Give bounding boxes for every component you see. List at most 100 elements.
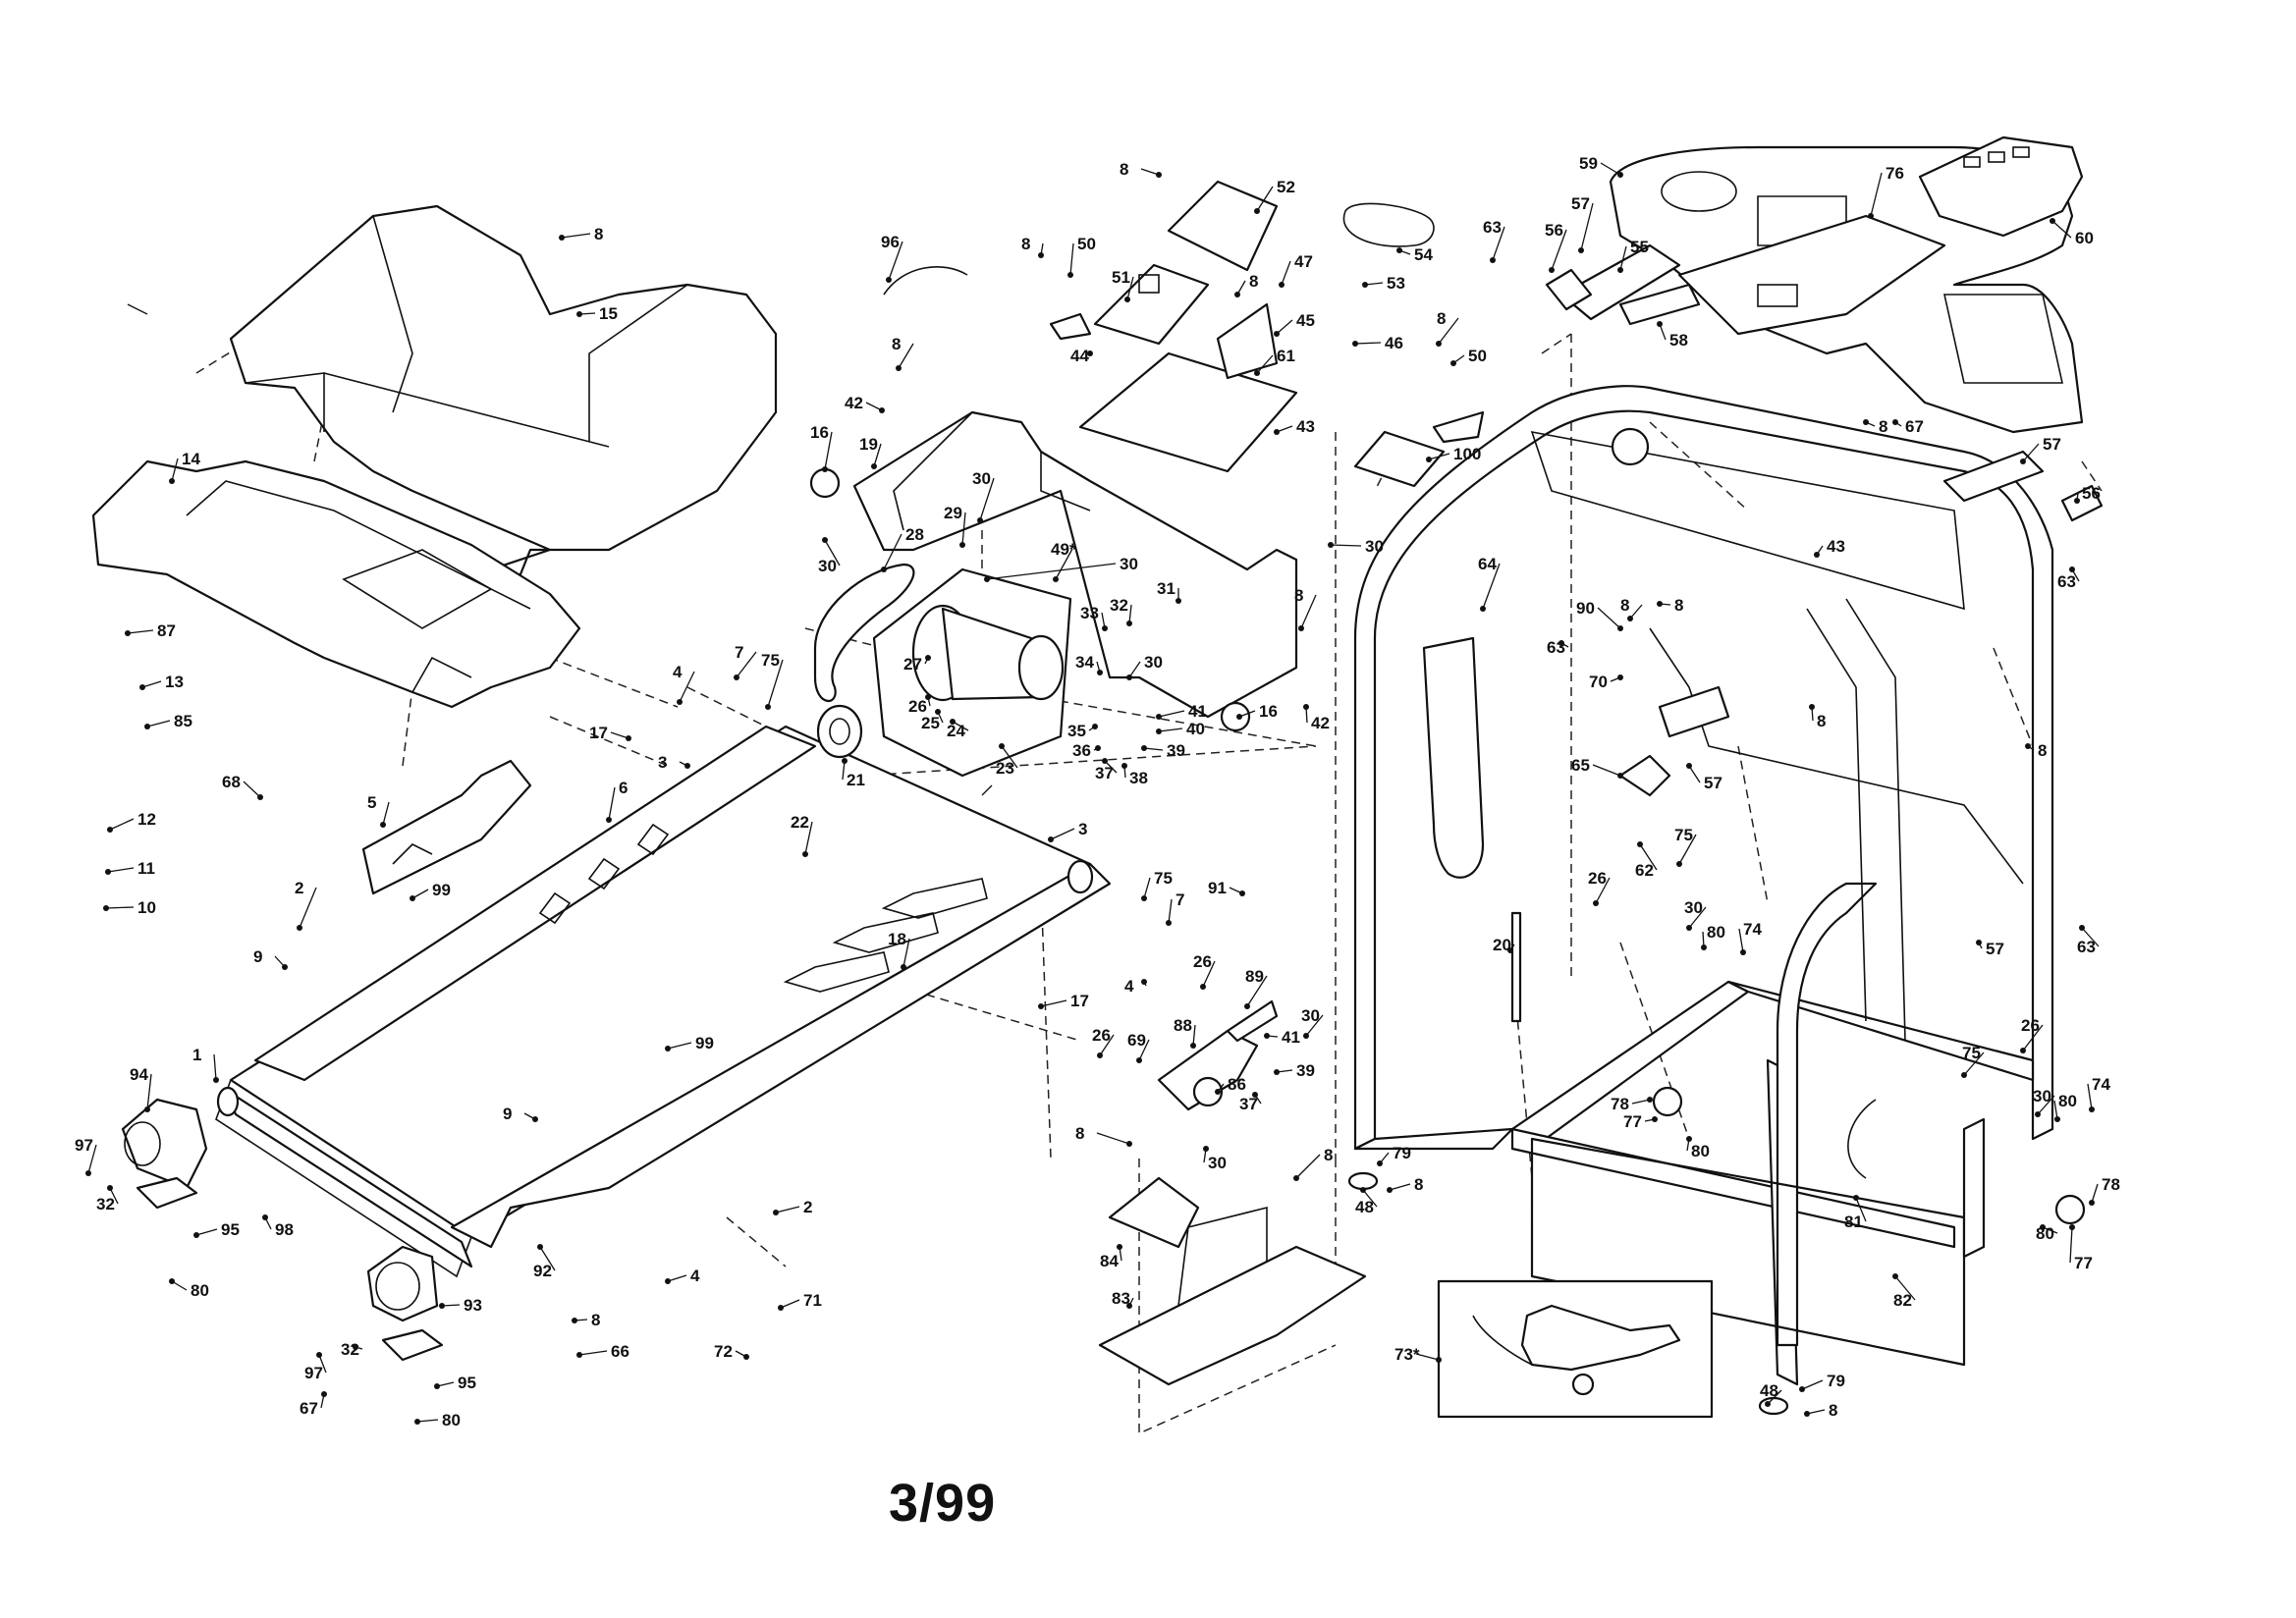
callout-point: [85, 1170, 91, 1176]
foot-part-95: [136, 1176, 444, 1362]
callout-point: [1274, 1069, 1280, 1075]
callout-point: [925, 694, 931, 700]
callout-57: 57: [2020, 435, 2061, 464]
callout-point: [1507, 947, 1513, 953]
callout-point: [999, 743, 1005, 749]
callout-24: 24: [947, 719, 969, 740]
callout-leader: [171, 458, 179, 482]
callout-point: [169, 478, 175, 484]
callout-point: [1121, 763, 1127, 769]
callout-label: 8: [1879, 417, 1887, 436]
callout-label: 55: [1630, 238, 1649, 256]
callout-leader: [2081, 927, 2100, 947]
callout-leader: [1415, 1353, 1440, 1361]
callout-42: 42: [1303, 704, 1330, 732]
callout-leader: [2053, 1100, 2058, 1120]
callout-label: 70: [1589, 673, 1608, 691]
callout-21: 21: [842, 758, 865, 789]
callout-point: [1303, 1033, 1309, 1039]
callout-leader: [1050, 828, 1075, 840]
callout-8: 8: [1804, 1401, 1837, 1420]
callout-point: [1809, 704, 1815, 710]
callout-17: 17: [589, 724, 631, 742]
callout-label: 57: [2043, 435, 2061, 454]
callout-20: 20: [1493, 936, 1515, 954]
callout-point: [1136, 1057, 1142, 1063]
callout-47: 47: [1279, 252, 1313, 288]
callout-8: 8: [1436, 309, 1459, 347]
callout-leader: [986, 563, 1117, 580]
callout-leader: [2087, 1083, 2093, 1110]
callout-label: 57: [1986, 940, 2004, 958]
callout-leader: [1128, 604, 1132, 624]
callout-92: 92: [533, 1244, 556, 1280]
callout-label: 66: [611, 1342, 629, 1361]
lift-actuator-part-20: [1510, 911, 1522, 1023]
callout-label: 86: [1228, 1075, 1246, 1094]
callout-70: 70: [1589, 673, 1623, 691]
callout-label: 9: [253, 947, 262, 966]
callout-point: [1244, 1003, 1250, 1009]
callout-label: 75: [1674, 826, 1693, 844]
callout-leader: [1128, 661, 1141, 678]
callout-label: 37: [1095, 764, 1114, 782]
callout-56: 56: [1545, 221, 1567, 273]
callout-point: [559, 235, 565, 241]
callout-label: 80: [442, 1411, 461, 1429]
callout-point: [1097, 1052, 1103, 1058]
callout-point: [1126, 620, 1132, 626]
callout-label: 7: [735, 643, 743, 662]
callout-leader: [883, 533, 902, 570]
callout-16: 16: [810, 423, 833, 472]
hood-base-part-14: [91, 459, 581, 709]
callout-point: [1436, 1357, 1442, 1363]
callout-leader: [1688, 765, 1701, 783]
callout-point: [2079, 925, 2085, 931]
callout-point: [665, 1278, 671, 1284]
callout-leader: [1040, 999, 1067, 1007]
callout-label: 42: [1311, 714, 1330, 732]
callout-26: 26: [1092, 1026, 1115, 1058]
callout-33: 33: [1080, 604, 1108, 631]
callout-42: 42: [845, 394, 885, 413]
callout-label: 32: [341, 1340, 359, 1359]
callout-32: 32: [96, 1185, 119, 1214]
callout-label: 96: [881, 233, 900, 251]
callout-leader: [1354, 342, 1382, 345]
callout-point: [103, 905, 109, 911]
callout-point: [107, 1185, 113, 1191]
callout-label: 44: [1070, 347, 1089, 365]
callout-label: 21: [847, 771, 865, 789]
callout-leader: [411, 889, 429, 899]
callout-64: 64: [1478, 555, 1501, 612]
callout-67: 67: [1892, 417, 1924, 436]
callout-label: 16: [1259, 702, 1278, 721]
callout-leader: [1870, 172, 1883, 217]
callout-leader: [767, 659, 784, 708]
callout-leader: [1806, 1409, 1826, 1415]
callout-label: 99: [432, 881, 451, 899]
callout-label: 57: [1571, 194, 1590, 213]
callout-leader: [1801, 1379, 1824, 1390]
callout-label: 80: [1691, 1142, 1710, 1160]
callout-4: 4: [665, 1267, 700, 1285]
callout-label: 95: [221, 1220, 240, 1239]
callout-80: 80: [1701, 923, 1725, 950]
callout-leader: [1055, 548, 1073, 580]
callout-28: 28: [881, 525, 924, 572]
callout-2: 2: [295, 879, 317, 931]
callout-point: [1740, 949, 1746, 955]
callout-label: 80: [191, 1281, 209, 1300]
callout-90: 90: [1576, 599, 1623, 631]
callout-57: 57: [1686, 763, 1722, 792]
callout-leader: [1639, 843, 1658, 871]
callout-point: [169, 1278, 175, 1284]
callout-label: 47: [1294, 252, 1313, 271]
callout-point: [1274, 331, 1280, 337]
callout-label: 68: [222, 773, 241, 791]
callout-label: 30: [1301, 1006, 1320, 1025]
callout-point: [125, 630, 131, 636]
callout-point: [1126, 1303, 1132, 1309]
callout-43: 43: [1814, 537, 1845, 558]
callout-label: 98: [275, 1220, 294, 1239]
